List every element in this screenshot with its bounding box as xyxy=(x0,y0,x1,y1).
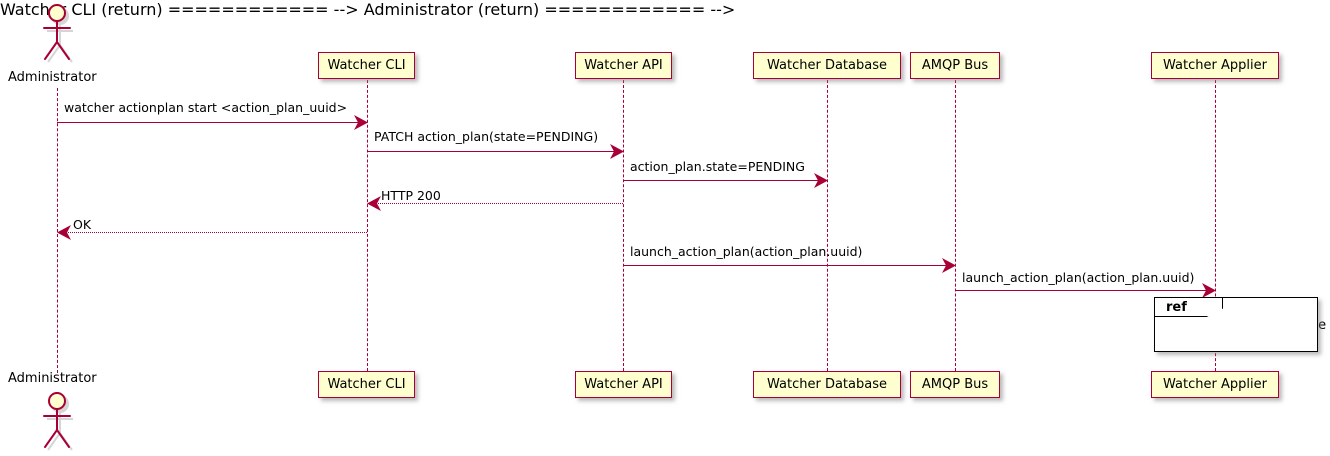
lifeline-watcher-cli xyxy=(367,80,368,371)
participant-label-watcher-applier-bottom: Watcher Applier xyxy=(1163,377,1267,392)
message-line-3 xyxy=(623,180,820,181)
participant-label-amqp-bus-top: AMQP Bus xyxy=(921,58,989,73)
message-arrowhead-4 xyxy=(367,196,381,211)
participant-label-watcher-database-top: Watcher Database xyxy=(767,58,887,73)
participant-watcher-cli-bottom[interactable]: Watcher CLI xyxy=(318,371,415,398)
participant-watcher-applier-bottom[interactable]: Watcher Applier xyxy=(1151,371,1279,398)
lifeline-watcher-database xyxy=(827,80,828,371)
lifeline-amqp-bus xyxy=(955,80,956,371)
message-line-6 xyxy=(623,265,948,266)
ref-fragment-tab: ref xyxy=(1155,298,1223,317)
lifeline-administrator xyxy=(57,88,58,373)
ref-fragment-tab-label: ref xyxy=(1166,299,1187,315)
lifeline-watcher-applier xyxy=(1215,80,1216,371)
message-label-5: OK xyxy=(73,217,92,232)
participant-label-watcher-api-top: Watcher API xyxy=(584,58,663,73)
message-line-4 xyxy=(375,203,623,204)
participant-watcher-cli-top[interactable]: Watcher CLI xyxy=(318,52,415,79)
participant-watcher-api-bottom[interactable]: Watcher API xyxy=(575,371,672,398)
message-arrowhead-2 xyxy=(610,144,624,159)
message-label-3: action_plan.state=PENDING xyxy=(630,159,805,174)
participant-label-watcher-cli-bottom: Watcher CLI xyxy=(327,377,406,392)
lifeline-watcher-api xyxy=(623,80,624,371)
actor-stick-figure-icon xyxy=(43,4,73,63)
message-arrowhead-1 xyxy=(354,115,368,130)
actor-administrator-top xyxy=(33,2,81,68)
message-label-6: launch_action_plan(action_plan.uuid) xyxy=(630,244,863,259)
participant-label-watcher-applier-top: Watcher Applier xyxy=(1163,58,1267,73)
participant-watcher-database-bottom[interactable]: Watcher Database xyxy=(753,371,901,398)
message-label-1: watcher actionplan start <action_plan_uu… xyxy=(64,100,348,115)
message-line-7 xyxy=(955,290,1208,291)
participant-amqp-bus-top[interactable]: AMQP Bus xyxy=(910,52,1000,79)
message-line-2 xyxy=(367,151,616,152)
message-line-5 xyxy=(66,232,367,233)
participant-label-watcher-api-bottom: Watcher API xyxy=(584,377,663,392)
ref-fragment-launch-action-plan: ref xyxy=(1154,297,1318,352)
message-line-1 xyxy=(57,122,360,123)
participant-label-watcher-database-bottom: Watcher Database xyxy=(767,377,887,392)
message-label-7: launch_action_plan(action_plan.uuid) xyxy=(962,270,1195,285)
participant-amqp-bus-bottom[interactable]: AMQP Bus xyxy=(910,371,1000,398)
message-arrowhead-7 xyxy=(1202,283,1216,298)
actor-administrator-bottom xyxy=(33,390,81,456)
participant-watcher-api-top[interactable]: Watcher API xyxy=(575,52,672,79)
actor-stick-figure-icon xyxy=(43,392,73,451)
message-arrowhead-6 xyxy=(942,258,956,273)
message-arrowhead-3 xyxy=(814,173,828,188)
actor-label-administrator-top: Administrator xyxy=(8,70,97,85)
message-label-4: HTTP 200 xyxy=(381,188,441,203)
participant-label-watcher-cli-top: Watcher CLI xyxy=(327,58,406,73)
message-label-2: PATCH action_plan(state=PENDING) xyxy=(374,129,599,144)
actor-label-administrator-bottom: Administrator xyxy=(8,371,97,386)
participant-label-amqp-bus-bottom: AMQP Bus xyxy=(921,377,989,392)
participant-watcher-applier-top[interactable]: Watcher Applier xyxy=(1151,52,1279,79)
message-arrowhead-5 xyxy=(57,225,71,240)
participant-watcher-database-top[interactable]: Watcher Database xyxy=(753,52,901,79)
